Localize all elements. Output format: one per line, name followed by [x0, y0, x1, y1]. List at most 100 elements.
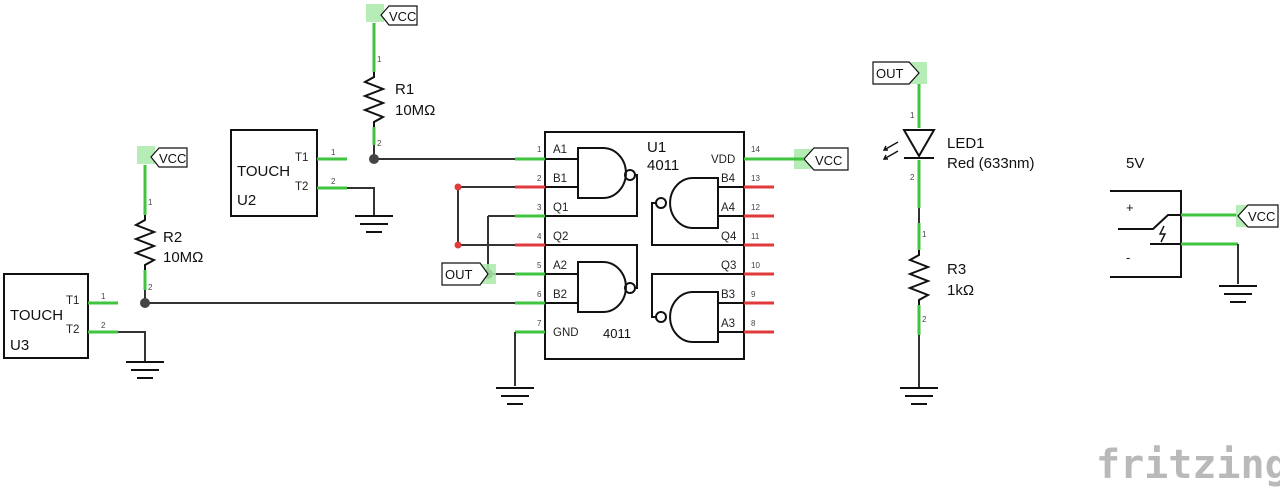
u1-pin-number: 13	[751, 174, 760, 183]
led1-pin2-number: 2	[910, 173, 915, 182]
u1-pin-number: 4	[537, 232, 542, 241]
u1-pin-number: 7	[537, 319, 542, 328]
u1-pin-number: 10	[751, 261, 760, 270]
ground-symbol	[1219, 285, 1257, 303]
r1-pin2-number: 2	[377, 139, 382, 148]
nand-gate-1	[545, 147, 638, 217]
wires	[144, 138, 515, 304]
u1-pin-name: A1	[553, 144, 567, 156]
u1-pin-name: B4	[721, 173, 736, 185]
u1-pin-name: Q1	[553, 202, 568, 214]
u1-pin-number: 6	[537, 290, 542, 299]
touch-sensor-u2: TOUCH U2 T1 T2 1 2	[230, 129, 393, 233]
ic-u1-4011: U1 4011 4011 1 2 3 4 5 6 7 A1 B1 Q1 Q2 A…	[515, 131, 774, 360]
r1-pin1-number: 1	[377, 55, 382, 64]
junction-dot	[369, 154, 379, 164]
vcc-net-label-r2: VCC	[150, 147, 188, 168]
fritzing-watermark: fritzing	[1096, 442, 1280, 488]
out-net-label-left: OUT	[441, 262, 496, 286]
bolt-icon	[1158, 225, 1167, 243]
u1-ref-label: U1	[647, 139, 666, 156]
r2-value-label: 10MΩ	[163, 249, 203, 266]
led1-value-label: Red (633nm)	[947, 155, 1035, 172]
out-label-led: OUT	[876, 66, 904, 81]
u1-pin-name: Q3	[721, 260, 736, 272]
touch-sensor-u3: TOUCH U3 T1 T2 1 2	[3, 273, 164, 379]
r1-value-label: 10MΩ	[395, 102, 435, 119]
vcc-label-vdd: VCC	[815, 153, 842, 168]
nand-gate-4	[651, 177, 744, 246]
u3-pin2-number: 2	[101, 321, 106, 330]
nand-gate-3	[651, 273, 744, 343]
r3-ref-label: R3	[947, 261, 966, 278]
u1-pin-name: GND	[553, 327, 579, 339]
nand-gate-2	[545, 244, 638, 313]
ground-symbol	[900, 387, 938, 405]
u3-type-label: TOUCH	[10, 307, 63, 324]
vcc-label-supply: VCC	[1248, 209, 1275, 224]
r3-pin2-number: 2	[922, 315, 927, 324]
junction-dot	[140, 298, 150, 308]
u1-pin-number: 9	[751, 290, 756, 299]
supply-label: 5V	[1126, 155, 1144, 172]
u1-pin-number: 14	[751, 145, 760, 154]
u1-pin-name: A2	[553, 260, 567, 272]
u1-pin-name: B2	[553, 289, 567, 301]
resistor-r2: 1 2 R2 10MΩ	[133, 146, 203, 292]
resistor-r3: 1 2 R3 1kΩ	[907, 223, 974, 335]
u3-pin1-number: 1	[101, 292, 106, 301]
u1-pin-name: Q2	[553, 231, 568, 243]
u2-type-label: TOUCH	[237, 163, 290, 180]
u1-right-pins: 14 13 12 11 10 9 8 VDD B4 A4 Q4 Q3 B3 A3	[711, 145, 774, 334]
u1-pin-name: Q4	[721, 231, 737, 243]
led1-ref-label: LED1	[947, 135, 985, 152]
r2-ref-label: R2	[163, 229, 182, 246]
u1-pin-name: B3	[721, 289, 735, 301]
unconnected-end-dot	[454, 241, 462, 249]
u3-ref-label: U3	[10, 337, 29, 354]
led1-pin1-number: 1	[910, 111, 915, 120]
u2-gnd-wire	[347, 187, 375, 216]
u1-pin-name: A4	[721, 202, 736, 214]
r2-pin2-number: 2	[148, 283, 153, 292]
u1-pin-name: B1	[553, 173, 567, 185]
u1-pin-number: 3	[537, 203, 542, 212]
ground-symbol	[126, 361, 164, 379]
u1-pin-name: A3	[721, 318, 735, 330]
r3-value-label: 1kΩ	[947, 282, 974, 299]
r1-ref-label: R1	[395, 81, 414, 98]
r2-pin1-number: 1	[148, 198, 153, 207]
u1-pin-name: VDD	[711, 154, 735, 166]
u1-ground	[496, 332, 534, 405]
u3-pin-t2-label: T2	[66, 324, 79, 336]
ground-symbol	[355, 215, 393, 233]
led-led1: OUT 1 2 LED1 Red (633nm)	[872, 61, 1035, 208]
power-supply-5v: 5V + - VCC	[1110, 155, 1279, 303]
u2-pin-t2-label: T2	[295, 181, 308, 193]
u3-gnd-wire	[118, 331, 146, 362]
u1-pin-number: 5	[537, 261, 542, 270]
u2-ref-label: U2	[237, 192, 256, 209]
u1-pin-number: 1	[537, 145, 542, 154]
supply-minus-label: -	[1126, 250, 1130, 265]
out-label-left: OUT	[445, 267, 473, 282]
u3-pin-t1-label: T1	[66, 295, 79, 307]
r3-pin1-number: 1	[922, 230, 927, 239]
u1-pin-number: 8	[751, 319, 756, 328]
u1-left-pins: 1 2 3 4 5 6 7 A1 B1 Q1 Q2 A2 B2 GND	[515, 144, 579, 339]
vcc-label-r1: VCC	[389, 9, 416, 24]
u1-pin-number: 2	[537, 174, 542, 183]
vcc-label-r2: VCC	[159, 151, 186, 166]
u1-pin-number: 11	[751, 232, 760, 241]
supply-plus-label: +	[1126, 200, 1134, 215]
u1-pin-number: 12	[751, 203, 760, 212]
u2-pin1-number: 1	[331, 148, 336, 157]
ground-symbol	[496, 387, 534, 405]
vcc-net-label-r1: VCC	[380, 5, 418, 26]
u2-pin-t1-label: T1	[295, 152, 308, 164]
resistor-r1: 1 2 R1 10MΩ	[362, 4, 435, 148]
u1-part-lower-label: 4011	[603, 326, 631, 341]
u2-pin2-number: 2	[331, 177, 336, 186]
unconnected-end-dot	[454, 183, 462, 191]
